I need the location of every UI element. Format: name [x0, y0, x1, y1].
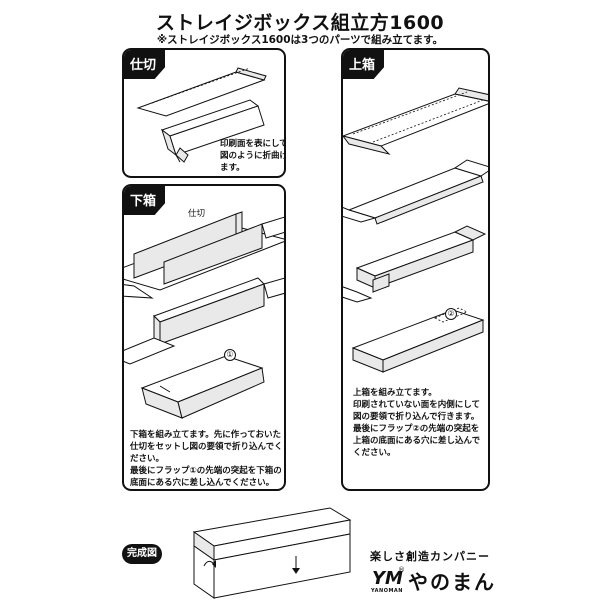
divider-note: 印刷面を表にして 図のように折曲げ ます。	[220, 139, 286, 173]
base-illustration	[124, 211, 284, 419]
base-flap-marker: ①	[224, 349, 236, 361]
base-panel: 下箱 仕切 ① 下箱を組み立てます。先に作っておいた 仕切をセットし図の要領で折…	[122, 184, 286, 491]
brand-small: YANOMAN	[371, 588, 403, 594]
lid-flap-marker: ②	[445, 308, 457, 320]
lid-note: 上箱を組み立てます。 印刷されていない面を内側にして 図の要領で折り込んで行きま…	[353, 388, 481, 458]
divider-illustration	[136, 67, 267, 163]
lid-tag: 上箱	[343, 50, 385, 79]
base-tag: 下箱	[124, 186, 166, 215]
base-part-label: 仕切	[188, 209, 206, 219]
lid-illustration	[343, 87, 488, 373]
page-title: ストレイジボックス組立方1600	[155, 12, 445, 34]
brand-tagline: 楽しさ創造カンパニー	[370, 550, 490, 563]
page-subtitle: ※ストレイジボックス1600は3つのパーツで組み立てます。	[156, 34, 444, 46]
brand-name: やのまん	[408, 570, 496, 594]
base-note: 下箱を組み立てます。先に作っておいた 仕切をセットし図の要領で折り込んでく ださ…	[130, 430, 283, 488]
brand-reg: ®	[398, 566, 405, 574]
divider-panel: 仕切 印刷面を表にして 図のように折曲げ ます。	[122, 48, 286, 178]
lid-panel: 上箱 ② 上箱を組み立てます。 印刷されていない面を内側にして 図の要領で折り込…	[341, 48, 490, 491]
divider-tag: 仕切	[124, 50, 166, 79]
complete-label: 完成図	[122, 544, 162, 564]
brand-mark: YM	[372, 568, 403, 589]
